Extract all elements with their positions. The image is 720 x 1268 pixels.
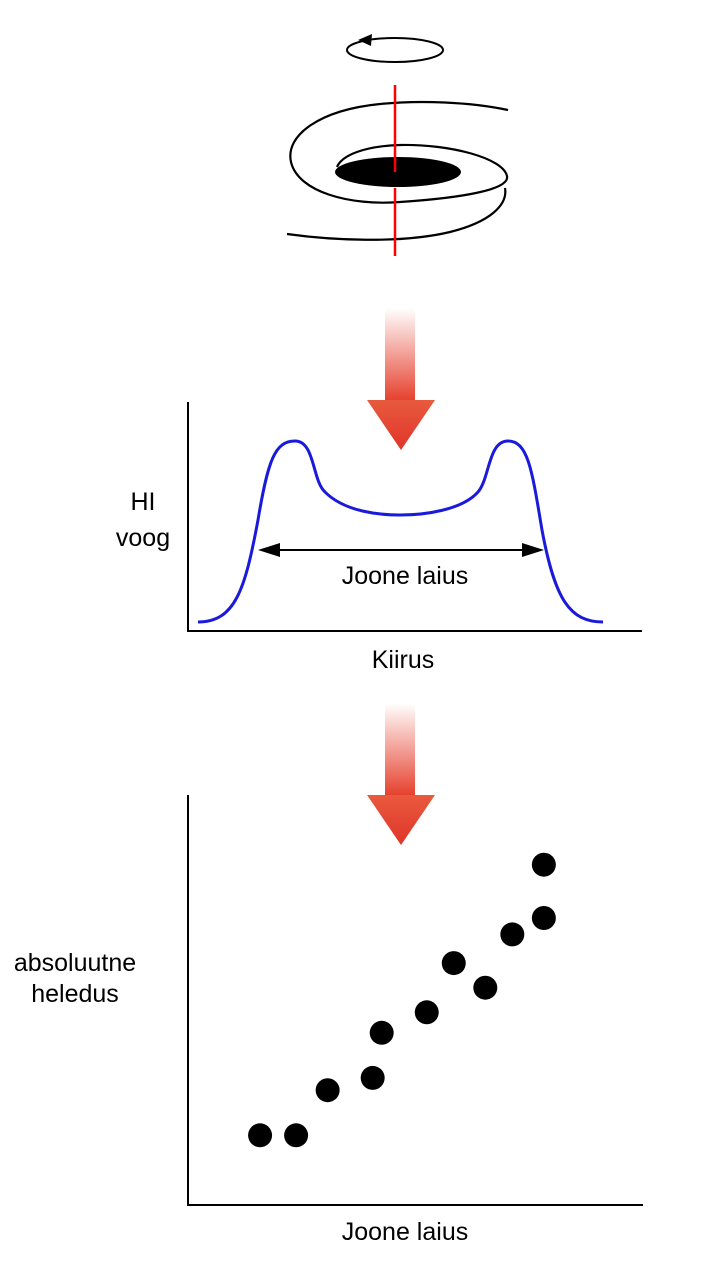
axes — [187, 795, 643, 1206]
spiral-galaxy-icon — [286, 85, 509, 256]
hi-profile-chart: Joone laius HI voog Kiirus — [116, 402, 642, 674]
y-axis-label-line2: heledus — [31, 980, 119, 1008]
data-point — [315, 1078, 340, 1103]
tully-fisher-chart: absoluutne heledus Joone laius — [14, 795, 643, 1246]
data-point — [441, 951, 466, 976]
x-axis-label: Kiirus — [372, 646, 435, 674]
rotation-arrow-icon — [346, 34, 444, 63]
data-point — [284, 1123, 309, 1148]
annotation-label: Joone laius — [342, 562, 468, 590]
y-axis-label-line1: HI — [131, 488, 156, 516]
data-point — [369, 1020, 394, 1045]
hi-profile-line — [197, 439, 604, 624]
x-axis-label: Joone laius — [342, 1218, 468, 1246]
down-arrow-icon — [367, 703, 435, 845]
data-point — [473, 975, 498, 1000]
line-width-double-arrow — [258, 543, 544, 557]
data-point — [531, 906, 556, 930]
data-point — [500, 922, 525, 947]
data-point — [248, 1123, 273, 1148]
y-axis-label-line1: absoluutne — [14, 949, 136, 977]
axes — [187, 402, 642, 632]
data-point — [531, 852, 556, 877]
data-point — [360, 1065, 385, 1090]
y-axis-label-line2: voog — [116, 524, 170, 552]
down-arrow-icon — [367, 308, 435, 450]
data-point — [414, 1000, 439, 1025]
